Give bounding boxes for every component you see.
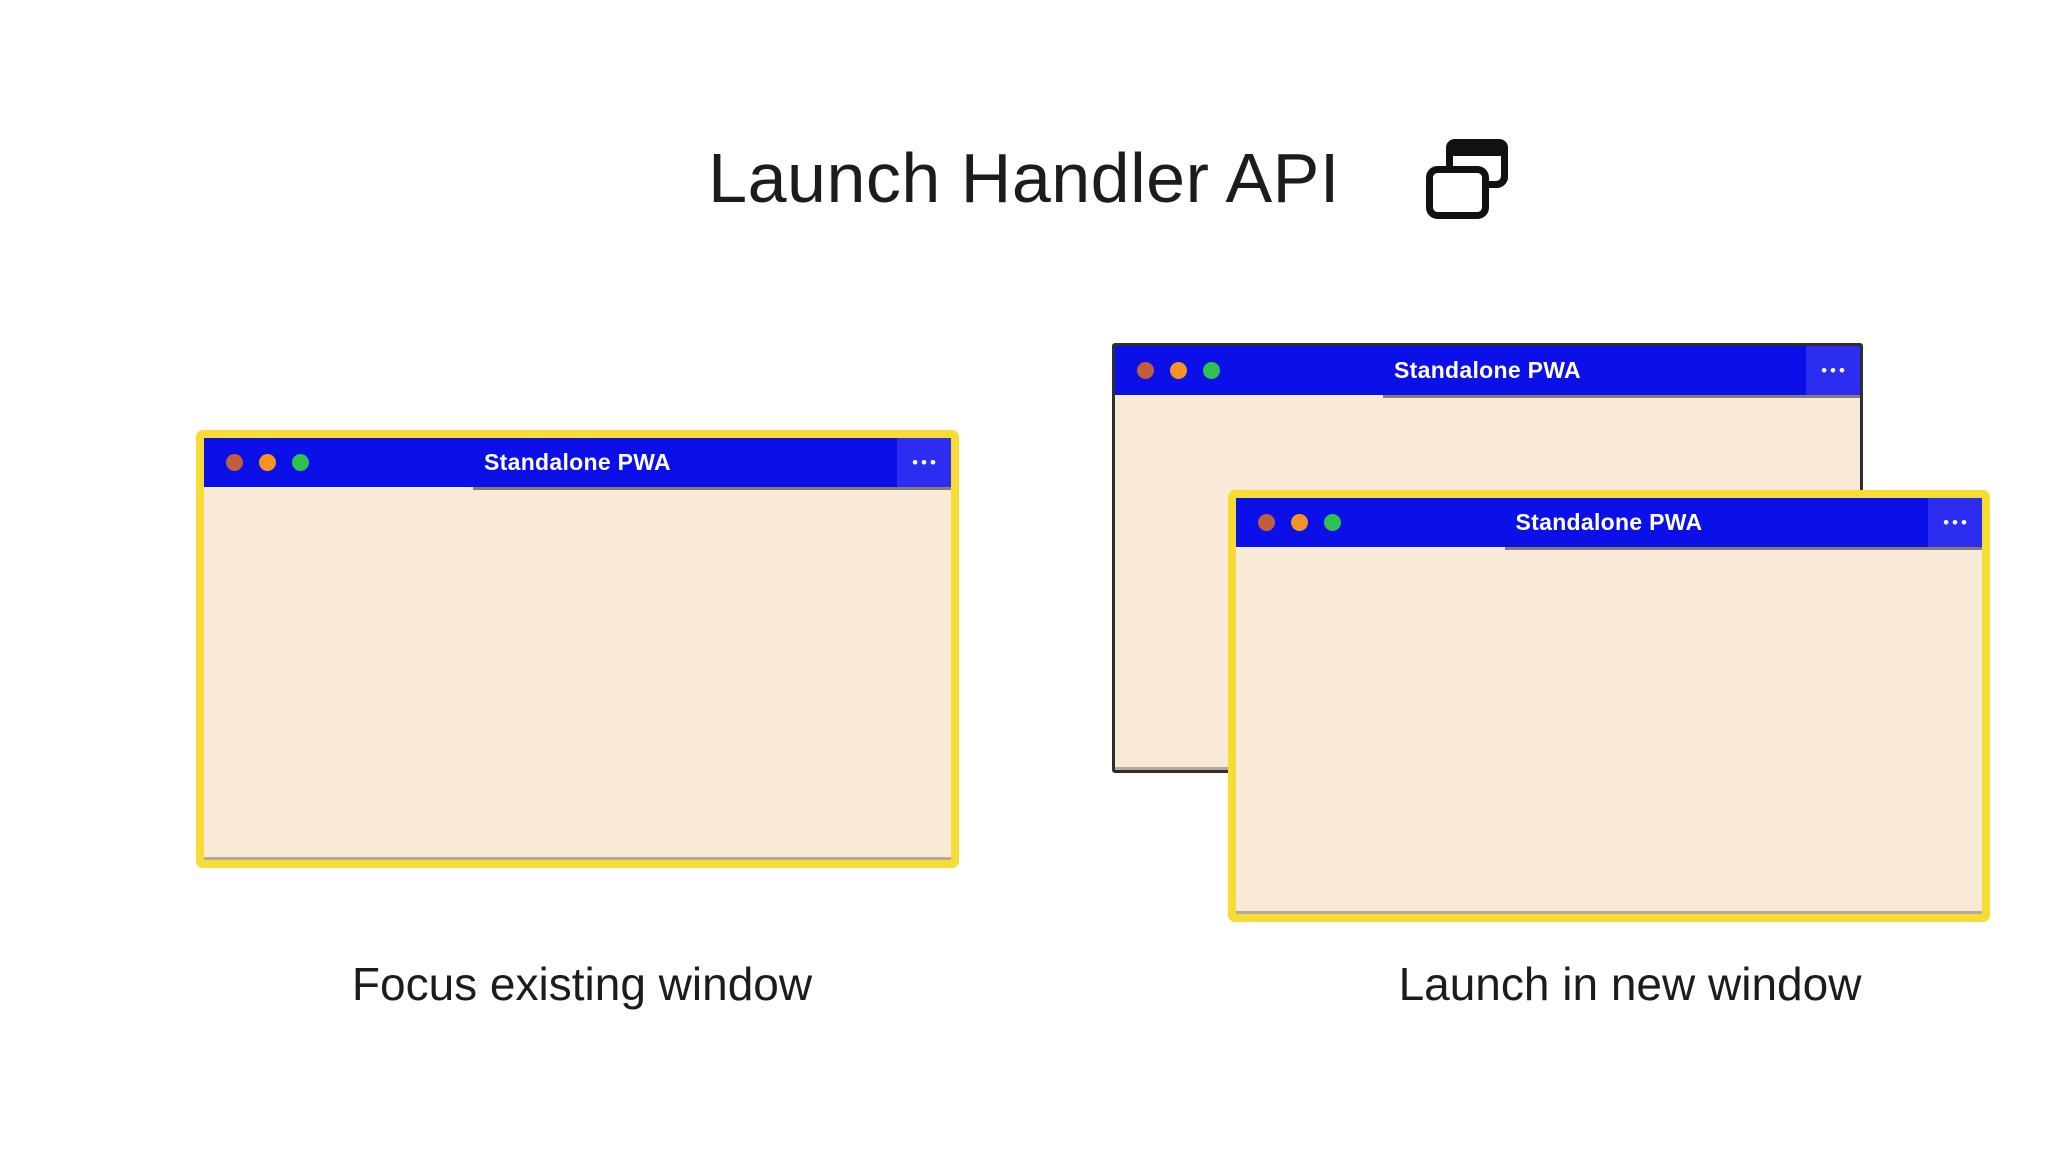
overflow-menu-button[interactable]: •••	[897, 438, 951, 487]
window-control-minimize-icon[interactable]	[1170, 362, 1187, 379]
ellipsis-icon: •••	[912, 453, 939, 472]
window-control-minimize-icon[interactable]	[1291, 514, 1308, 531]
window-control-close-icon[interactable]	[1137, 362, 1154, 379]
window-titlebar[interactable]: Standalone PWA •••	[1115, 346, 1860, 395]
window-controls	[1258, 514, 1341, 531]
caption-focus-existing: Focus existing window	[351, 958, 813, 1010]
window-title: Standalone PWA	[1394, 357, 1581, 383]
overflow-menu-button[interactable]: •••	[1806, 346, 1860, 395]
ellipsis-icon: •••	[1821, 361, 1848, 380]
window-control-minimize-icon[interactable]	[259, 454, 276, 471]
overlapping-windows-icon	[1426, 138, 1508, 220]
window-title: Standalone PWA	[484, 449, 671, 475]
window-controls	[1137, 362, 1220, 379]
page-title: Launch Handler API	[708, 139, 1340, 217]
window-control-maximize-icon[interactable]	[1203, 362, 1220, 379]
window-control-maximize-icon[interactable]	[292, 454, 309, 471]
pwa-window-new: Standalone PWA •••	[1228, 490, 1990, 922]
window-title: Standalone PWA	[1515, 509, 1703, 535]
window-controls	[226, 454, 309, 471]
window-titlebar[interactable]: Standalone PWA •••	[204, 438, 951, 487]
window-content	[204, 487, 951, 860]
overflow-menu-button[interactable]: •••	[1928, 498, 1982, 547]
window-control-maximize-icon[interactable]	[1324, 514, 1341, 531]
window-content	[1236, 547, 1982, 914]
window-titlebar[interactable]: Standalone PWA •••	[1236, 498, 1982, 547]
window-control-close-icon[interactable]	[1258, 514, 1275, 531]
ellipsis-icon: •••	[1943, 513, 1970, 532]
window-control-close-icon[interactable]	[226, 454, 243, 471]
caption-launch-new: Launch in new window	[1398, 958, 1862, 1010]
pwa-window-focused-existing: Standalone PWA •••	[196, 430, 959, 868]
